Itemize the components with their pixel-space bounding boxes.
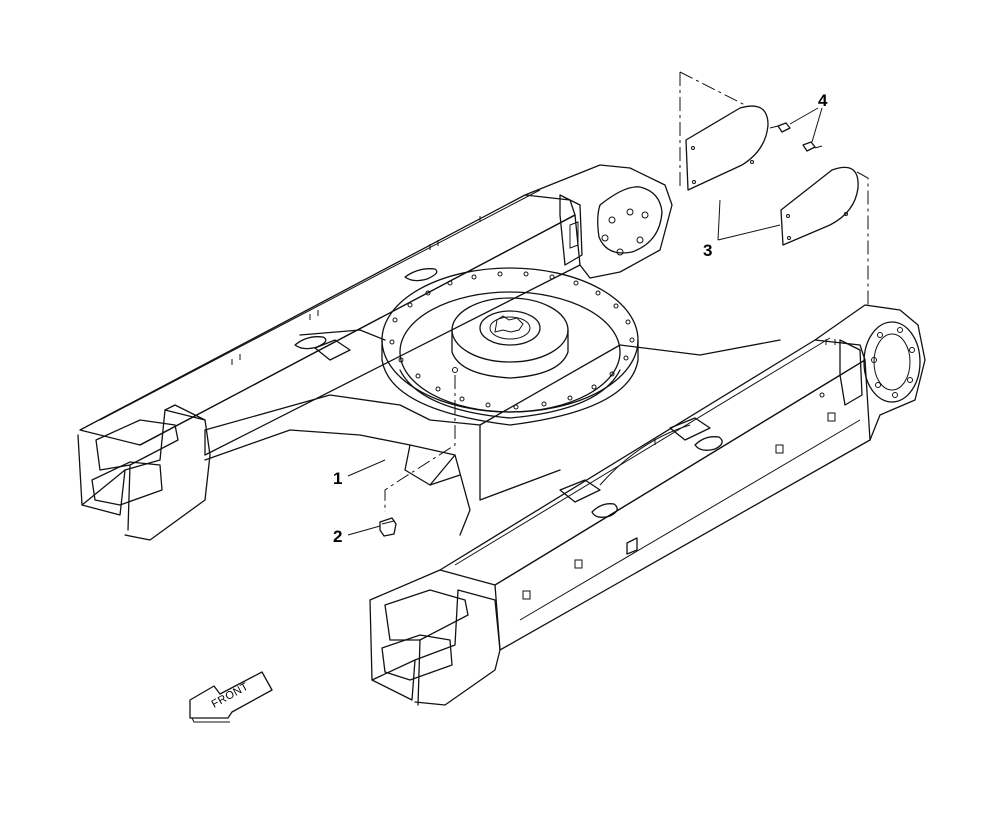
cover-plates — [685, 105, 859, 246]
svg-text:2: 2 — [333, 527, 342, 546]
front-label: FRONT — [210, 681, 251, 711]
center-frame — [204, 267, 781, 536]
callout-1: 1 — [333, 459, 386, 488]
front-direction-arrow-icon: FRONT — [189, 671, 273, 723]
svg-text:3: 3 — [703, 241, 712, 260]
cover-bolts — [769, 122, 823, 152]
right-side-frame — [369, 304, 926, 706]
callout-2: 2 — [333, 525, 381, 546]
svg-text:1: 1 — [333, 469, 342, 488]
callout-4: 4 — [789, 91, 828, 143]
swing-circle-bolts — [389, 271, 635, 410]
callout-3: 3 — [703, 199, 781, 260]
left-side-frame — [77, 164, 673, 541]
assembly-lines — [384, 71, 869, 512]
drain-plug — [379, 517, 397, 537]
svg-text:4: 4 — [818, 91, 828, 110]
